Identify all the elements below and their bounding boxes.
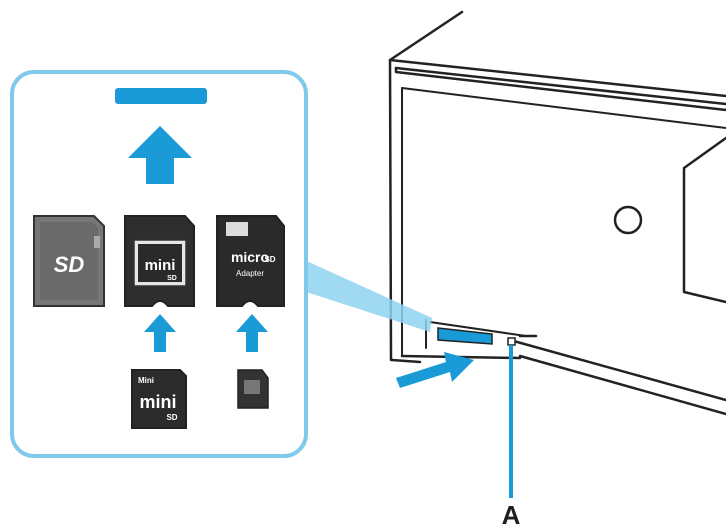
callout-label: A bbox=[502, 500, 521, 529]
microsd-adapter-card-icon: micro SD Adapter bbox=[216, 215, 285, 307]
svg-text:micro: micro bbox=[231, 249, 269, 265]
printer-illustration bbox=[388, 10, 726, 416]
svg-text:SD: SD bbox=[167, 275, 177, 282]
microsd-card-icon bbox=[237, 369, 269, 409]
insert-arrow-icon bbox=[396, 352, 474, 388]
minisd-adapter-card-icon: mini SD bbox=[124, 215, 195, 307]
svg-text:SD: SD bbox=[54, 252, 85, 277]
card-slot-illustration bbox=[437, 327, 493, 345]
minisd-card-icon: Mini mini SD bbox=[131, 369, 187, 429]
svg-text:mini: mini bbox=[139, 392, 176, 412]
svg-text:Adapter: Adapter bbox=[236, 269, 264, 278]
power-button-illustration bbox=[613, 205, 643, 235]
zoom-connector bbox=[300, 258, 432, 332]
up-arrow-micro-icon bbox=[236, 314, 268, 352]
inset-slot-bar bbox=[115, 88, 207, 104]
svg-text:Mini: Mini bbox=[138, 376, 154, 385]
up-arrow-icon bbox=[128, 126, 192, 184]
svg-text:mini: mini bbox=[145, 257, 176, 274]
access-lamp bbox=[507, 337, 516, 346]
svg-text:SD: SD bbox=[264, 255, 275, 264]
sd-card-icon: SD bbox=[33, 215, 105, 307]
up-arrow-mini-icon bbox=[144, 314, 176, 352]
svg-text:SD: SD bbox=[166, 413, 177, 422]
